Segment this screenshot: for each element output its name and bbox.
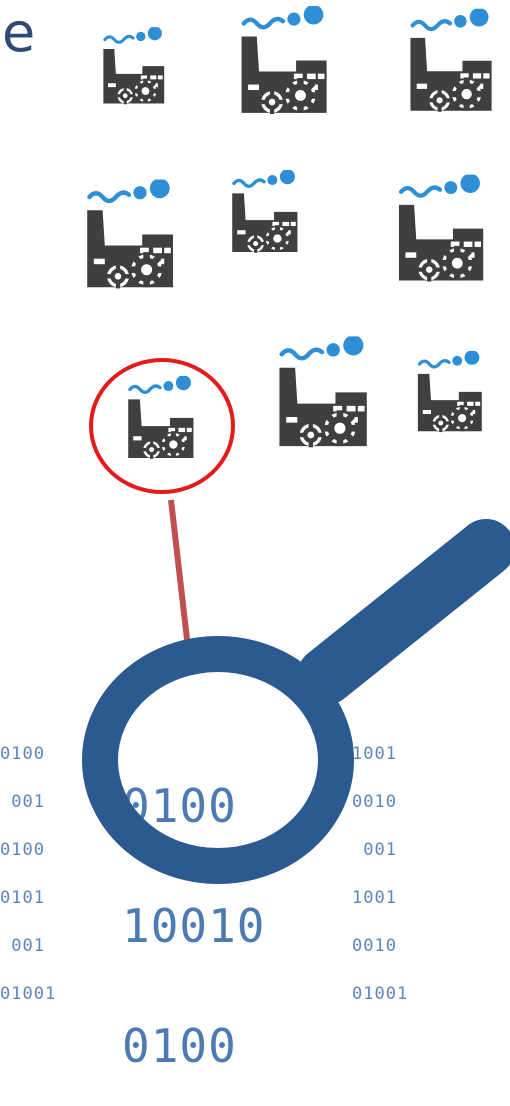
binary-row: 0010 [352, 938, 408, 954]
binary-row: 01001 [0, 986, 56, 1002]
illustration-overlay [0, 0, 510, 893]
binary-row: 001 [0, 938, 56, 954]
binary-row: 10010 [122, 906, 265, 946]
magnifying-glass-icon [100, 548, 486, 866]
binary-row: 0100 [122, 1026, 265, 1066]
connector-line [171, 500, 188, 648]
binary-row: 01001 [352, 986, 408, 1002]
highlight-ring [91, 360, 233, 492]
